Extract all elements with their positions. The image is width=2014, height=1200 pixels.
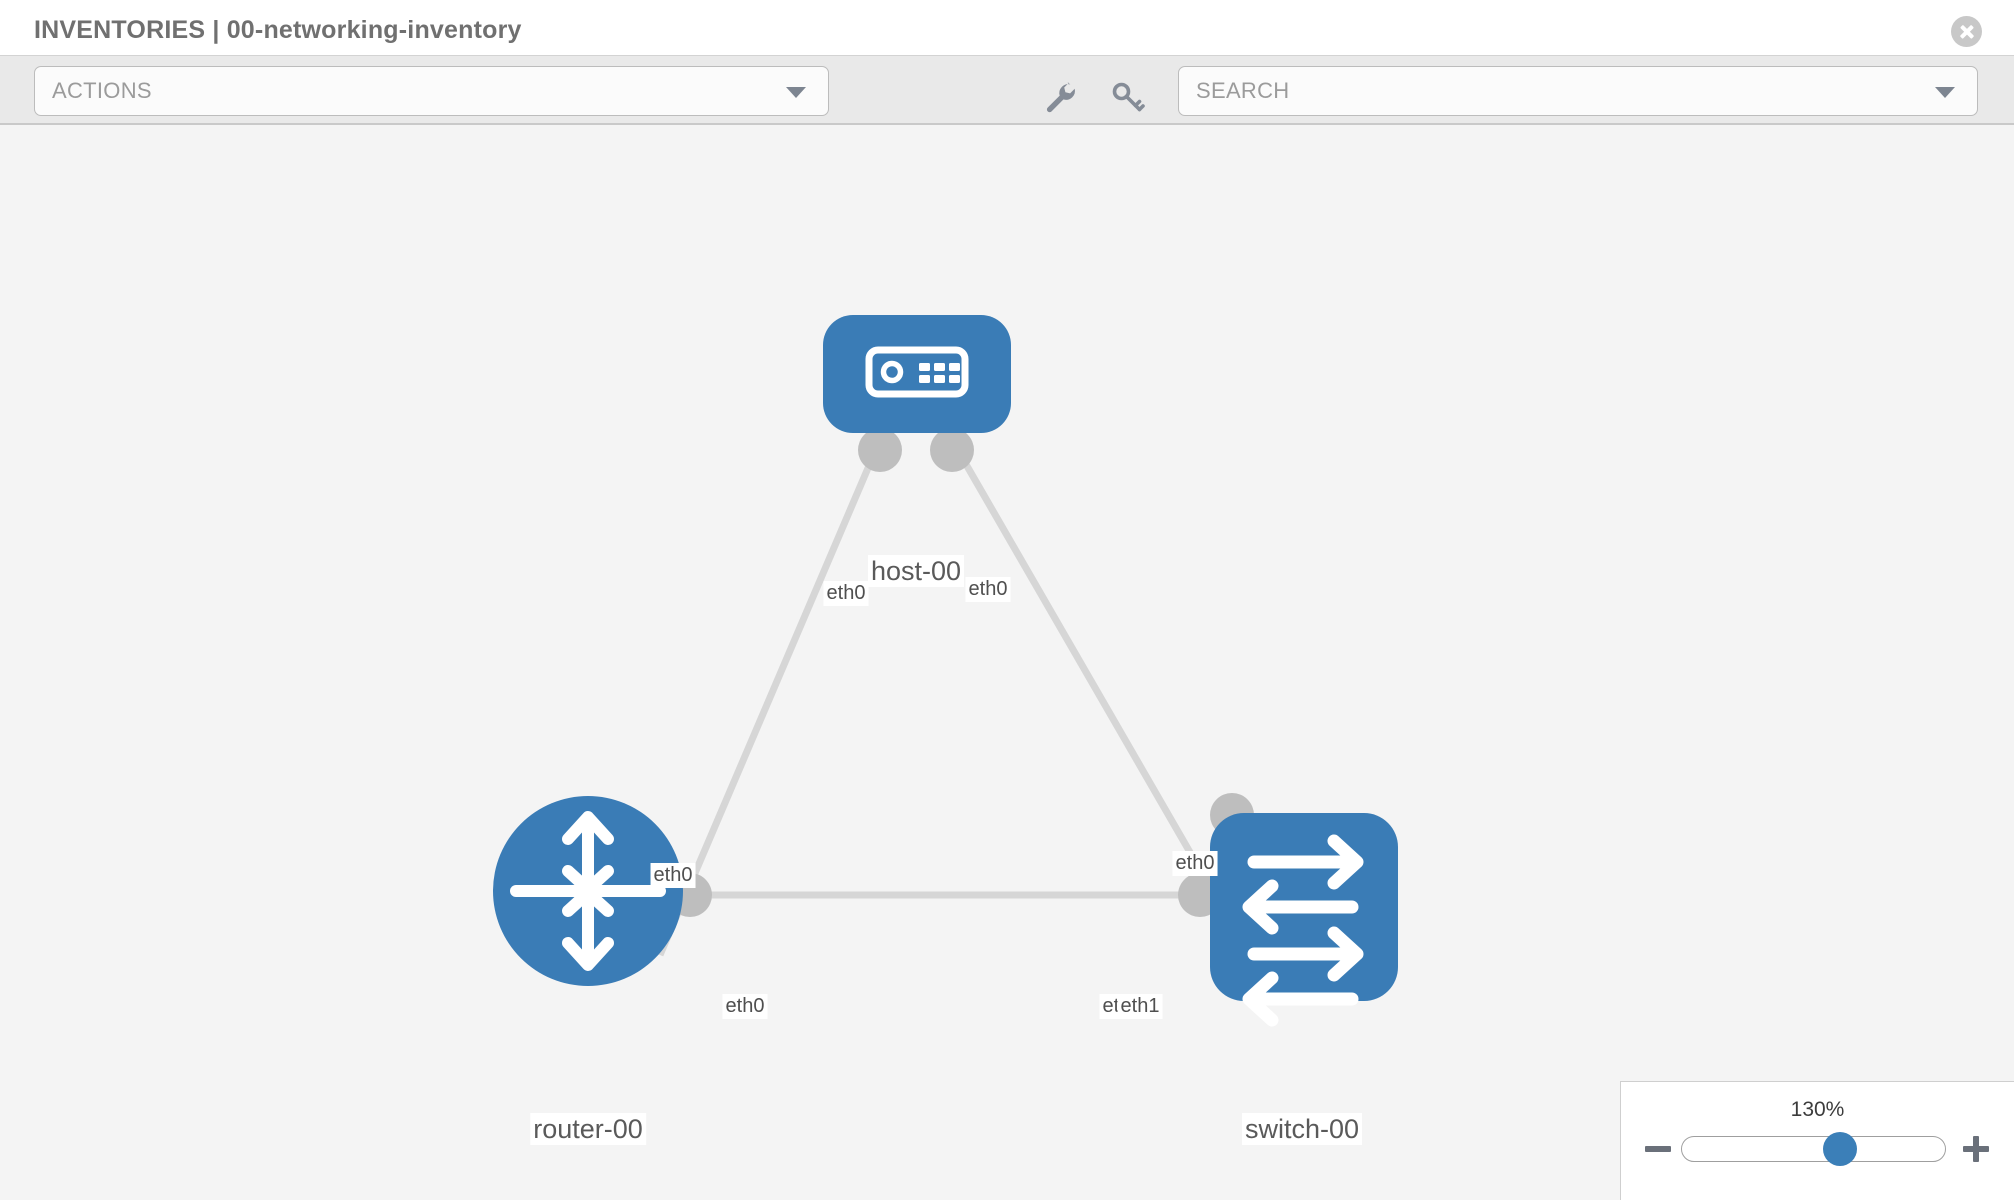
zoom-level-value: 130%: [1790, 1098, 1845, 1121]
zoom-control-panel: 130%: [1620, 1081, 2014, 1200]
node-label-router-00: router-00: [530, 1113, 646, 1145]
node-label-switch-00: switch-00: [1241, 1113, 1363, 1145]
zoom-in-button[interactable]: [1961, 1134, 1991, 1164]
topology-links: [656, 438, 1236, 957]
link-host00-router00: [656, 438, 884, 957]
zoom-slider[interactable]: [1681, 1132, 1946, 1166]
search-input[interactable]: SEARCH: [1178, 66, 1978, 116]
node-host-00: [823, 315, 1011, 433]
toolbar: ACTIONS SEARCH: [0, 55, 2014, 125]
link-host00-switch00: [948, 438, 1236, 927]
actions-dropdown[interactable]: ACTIONS: [34, 66, 829, 116]
node-label-host-00: host-00: [867, 555, 965, 587]
zoom-slider-handle[interactable]: [1822, 1132, 1857, 1166]
iface-label: eth0: [965, 577, 1011, 602]
iface-label: eth0: [823, 581, 869, 606]
minus-icon: [1645, 1146, 1671, 1152]
topology-connectors: [668, 428, 1254, 917]
iface-label: eth0: [722, 994, 768, 1019]
actions-dropdown-label: ACTIONS: [52, 78, 152, 103]
node-switch-00: [1210, 813, 1398, 1027]
connector-host00-left: [858, 428, 902, 472]
wrench-icon[interactable]: [1040, 78, 1078, 116]
switch-arrows-icon: [1242, 834, 1364, 1027]
close-icon[interactable]: [1951, 16, 1982, 47]
connector-host00-right: [930, 428, 974, 472]
iface-label: eth0: [650, 863, 696, 888]
iface-label: eth1: [1117, 994, 1163, 1019]
key-icon[interactable]: [1108, 78, 1146, 116]
zoom-out-button[interactable]: [1643, 1134, 1673, 1164]
iface-label: eth0: [1172, 851, 1218, 876]
chevron-down-icon: [786, 87, 806, 98]
plus-icon-vertical: [1973, 1136, 1979, 1162]
page-title: INVENTORIES | 00-networking-inventory: [34, 16, 522, 44]
server-icon: [865, 346, 969, 398]
search-placeholder: SEARCH: [1196, 78, 1290, 103]
router-arrows-icon: [510, 811, 666, 971]
topology-graph: [493, 315, 1398, 1027]
topology-canvas[interactable]: eth0 eth0 eth0 eth0 eth0 eth1 eth1 host-…: [0, 125, 2014, 1200]
chevron-down-icon: [1935, 87, 1955, 98]
node-router-00: [493, 796, 683, 986]
